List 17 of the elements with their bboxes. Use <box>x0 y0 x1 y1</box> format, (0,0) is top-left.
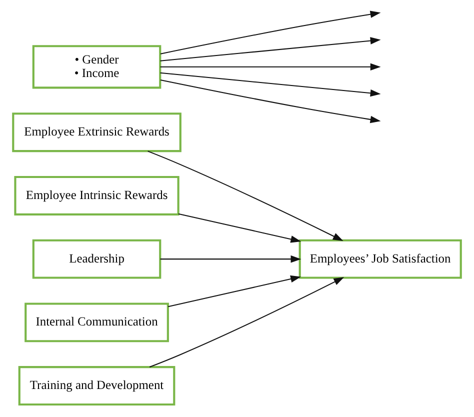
arrow <box>160 37 381 62</box>
node-box: Leadership <box>32 239 162 279</box>
node-box: Employee Extrinsic Rewards <box>12 112 182 152</box>
node-box: • Gender • Income <box>32 45 162 89</box>
arrow <box>160 63 381 71</box>
arrow <box>149 277 344 368</box>
node-box: Employees’ Job Satisfaction <box>298 239 462 279</box>
arrow <box>148 150 344 241</box>
node-box: Internal Communication <box>24 302 169 342</box>
node-box: Training and Development <box>18 366 176 406</box>
arrow <box>160 72 381 97</box>
arrow <box>160 255 302 263</box>
node-box: Employee Intrinsic Rewards <box>14 176 180 216</box>
arrow <box>178 213 302 243</box>
arrow <box>160 10 381 54</box>
arrow <box>168 275 301 308</box>
arrow <box>160 79 381 124</box>
